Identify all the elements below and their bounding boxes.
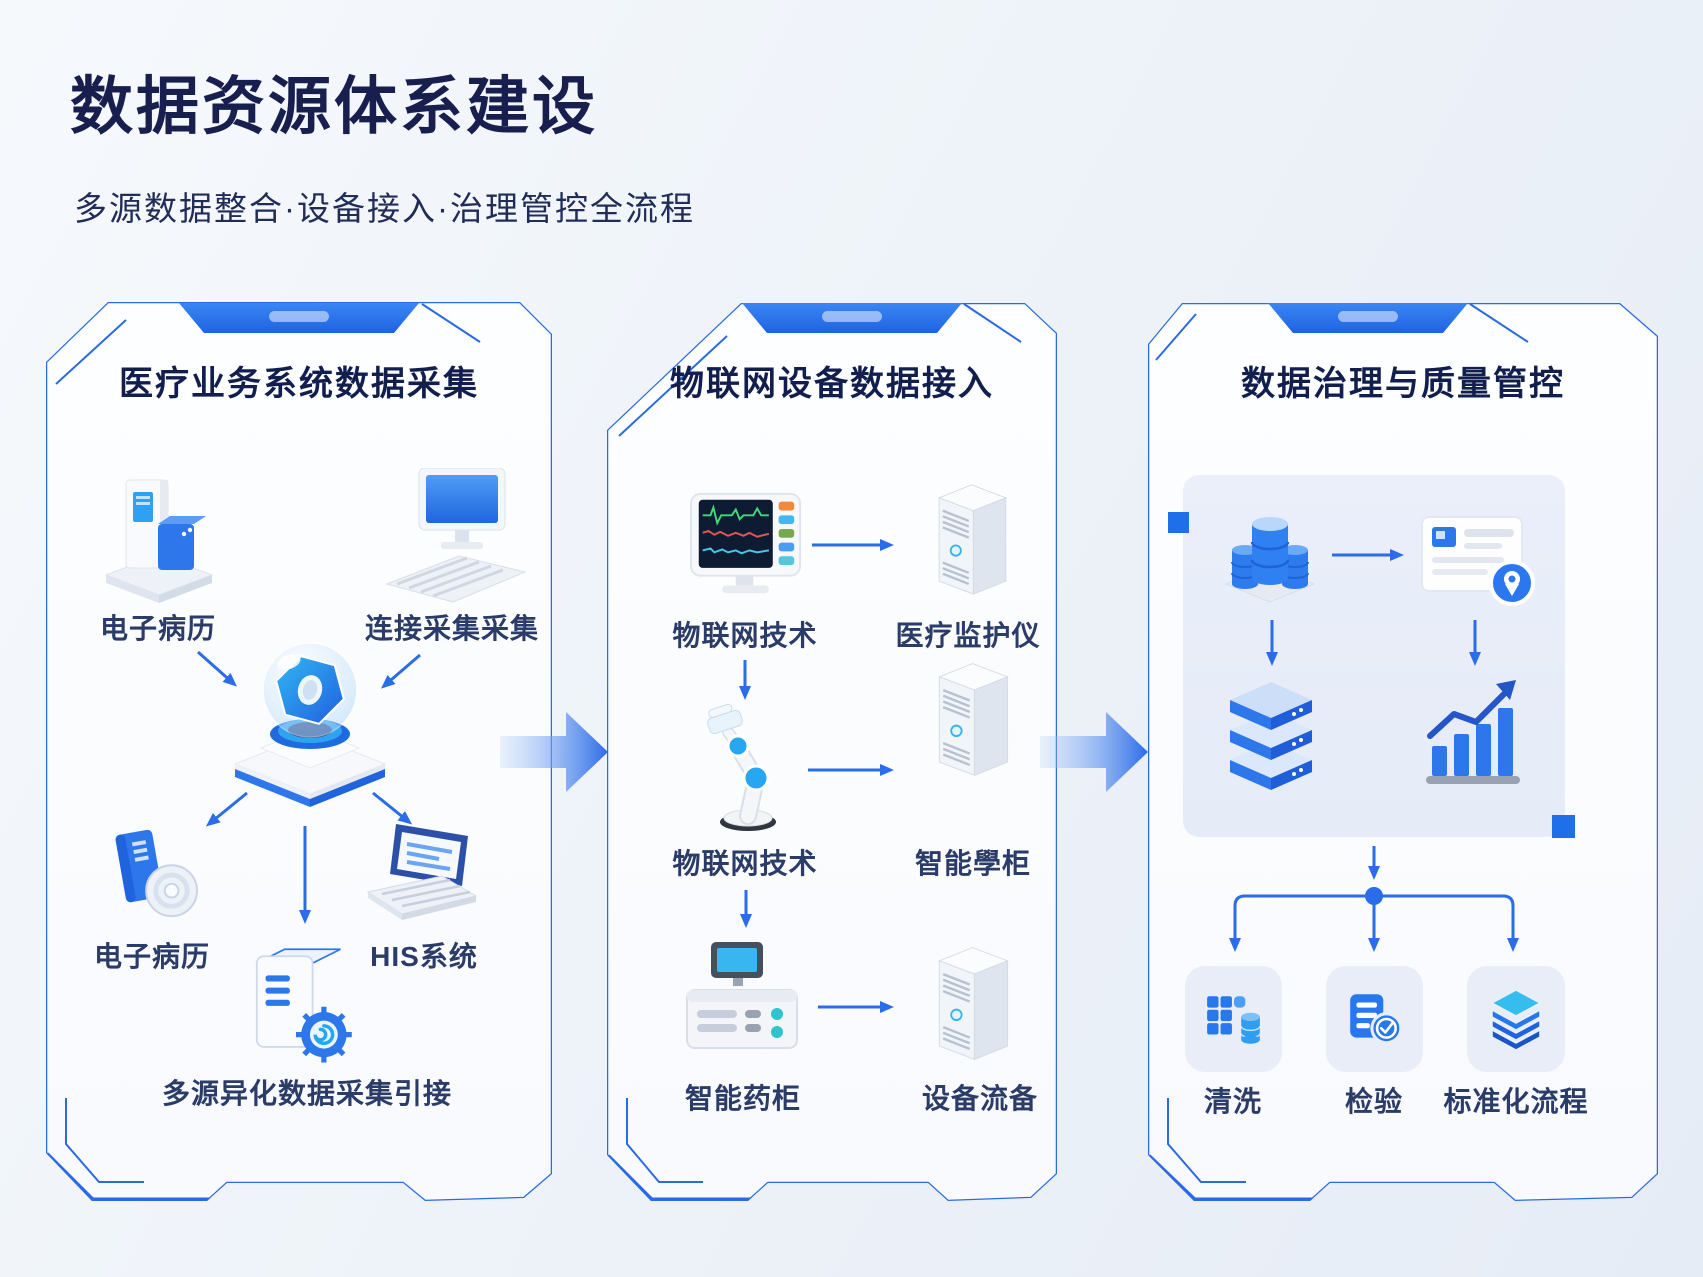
page-title: 数据资源体系建设 xyxy=(70,72,598,142)
server-kiosk-icon xyxy=(100,472,218,607)
tile-clean xyxy=(1185,966,1282,1072)
server-tower-icon xyxy=(928,478,1016,600)
label-iot-tech-2: 物联网技术 xyxy=(672,848,818,879)
label-his-system: HIS系统 xyxy=(370,941,478,972)
server-tower-icon xyxy=(928,652,1018,786)
panel-iot-title: 物联网设备数据接入 xyxy=(670,365,994,403)
label-clean: 清洗 xyxy=(1203,1086,1263,1117)
label-check: 检验 xyxy=(1344,1086,1404,1117)
desktop-computer-icon xyxy=(383,468,530,608)
label-emr-bottom: 电子病历 xyxy=(93,941,211,972)
his-laptop-icon xyxy=(366,824,478,928)
certificate-badge-icon xyxy=(1420,513,1536,609)
check-document-icon xyxy=(1349,994,1402,1045)
panel-governance-title: 数据治理与质量管控 xyxy=(1241,365,1565,403)
label-drug-cabinet: 智能药柜 xyxy=(684,1083,802,1114)
bar-chart-growth-icon xyxy=(1424,678,1522,788)
multisource-cabinet-gear-icon xyxy=(238,944,354,1066)
label-iot-tech-1: 物联网技术 xyxy=(672,620,818,651)
label-medical-monitor: 医疗监护仪 xyxy=(895,620,1041,651)
drug-cabinet-machine-icon xyxy=(683,942,801,1056)
emr-book-disc-icon xyxy=(98,830,206,922)
tile-check xyxy=(1326,966,1423,1072)
label-device: 设备流备 xyxy=(921,1083,1039,1114)
page-subtitle: 多源数据整合·设备接入·治理管控全流程 xyxy=(74,190,695,227)
panel-medical-collection: 医疗业务系统数据采集 xyxy=(46,302,552,1201)
patient-monitor-icon xyxy=(685,490,807,602)
label-smart-cabinet: 智能學柜 xyxy=(914,848,1032,879)
label-connect-collect: 连接采集采集 xyxy=(364,613,540,644)
standard-layers-icon xyxy=(1490,989,1542,1051)
panel-medical-title: 医疗业务系统数据采集 xyxy=(119,365,479,403)
clean-table-db-icon xyxy=(1206,996,1261,1044)
label-emr-top: 电子病历 xyxy=(99,613,217,644)
tile-standardize xyxy=(1467,966,1565,1072)
label-standardize: 标准化流程 xyxy=(1443,1086,1589,1117)
database-cylinders-icon xyxy=(1222,500,1318,612)
robot-arm-icon xyxy=(698,702,798,834)
server-tower-icon xyxy=(928,938,1018,1068)
data-stack-icon xyxy=(1224,674,1318,798)
accent-square-icon xyxy=(1552,815,1575,838)
data-hub-icon xyxy=(227,618,393,810)
label-multi-source: 多源异化数据采集引接 xyxy=(161,1078,453,1109)
accent-square-icon xyxy=(1168,512,1189,533)
